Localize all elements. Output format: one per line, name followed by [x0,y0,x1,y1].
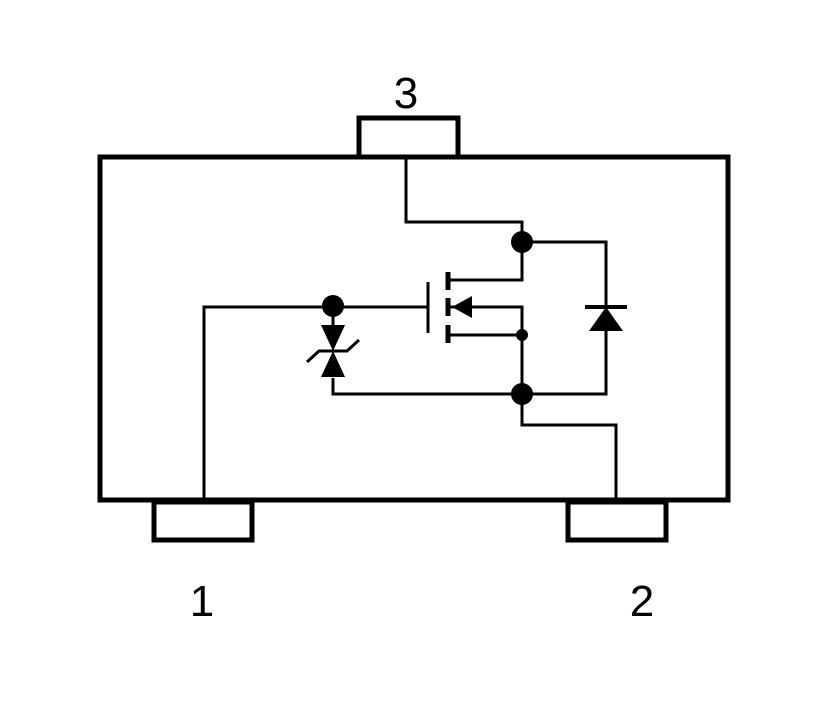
pin-3-label: 3 [394,69,418,118]
junction-gate [322,295,344,317]
diode-triangle [589,307,623,331]
mosfet-symbol [426,272,472,343]
pin-2-label: 2 [630,577,654,626]
zener-triangle-up [321,351,345,377]
junction-dots [322,231,533,405]
bidirectional-zener-symbol [305,325,361,377]
package-body [97,154,731,503]
wiring [202,157,618,500]
pin-2-pad [565,499,669,543]
zener-triangle-down [321,325,345,351]
diode-symbol [585,305,627,331]
pin-1-label: 1 [190,577,214,626]
pin-3-pad [356,115,461,160]
junction-drain [511,231,533,253]
zener-bar [305,338,361,364]
junction-source [511,383,533,405]
junction-body [516,329,528,341]
mosfet-arrow [452,296,472,318]
pin-1-pad [151,499,255,543]
